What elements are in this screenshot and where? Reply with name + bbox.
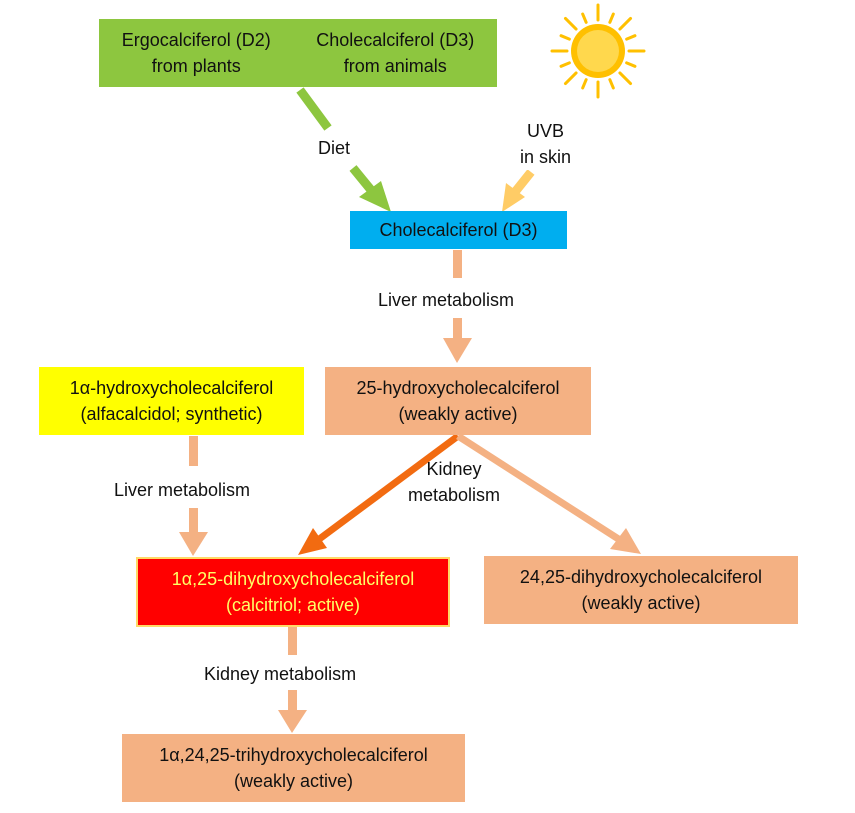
hydroxy25-node: 25-hydroxycholecalciferol (weakly active… <box>325 367 591 435</box>
alfa-line2: (alfacalcidol; synthetic) <box>80 404 263 424</box>
diet-arrow <box>296 87 391 212</box>
sun-ray <box>581 78 588 90</box>
alfa-line1: 1α-hydroxycholecalciferol <box>69 378 274 398</box>
alfacalcidol-node: 1α-hydroxycholecalciferol (alfacalcidol;… <box>39 367 304 435</box>
kidney-line1: Kidney <box>426 459 482 479</box>
liver-metabolism-label-2: Liver metabolism <box>114 478 251 502</box>
d3-line1: Cholecalciferol (D3) <box>316 30 475 50</box>
dietary-sources-box: Ergocalciferol (D2) from plants Cholecal… <box>99 19 497 87</box>
kidney-metabolism-label-2: Kidney metabolism <box>204 662 357 686</box>
sun-ray <box>618 16 633 31</box>
calcitriol-line1: 1α,25-dihydroxycholecalciferol <box>171 569 415 589</box>
uvb-label: UVB in skin <box>520 118 572 170</box>
sun-icon <box>550 3 646 99</box>
kidney-arrow-to-2425 <box>456 433 641 554</box>
sun-ray <box>618 71 633 86</box>
liver-arrow-1 <box>443 250 472 363</box>
dihydroxy2425-node: 24,25-dihydroxycholecalciferol (weakly a… <box>484 556 798 624</box>
hydroxy25-line1: 25-hydroxycholecalciferol <box>356 378 560 398</box>
d2425-line2: (weakly active) <box>581 593 701 613</box>
kidney-arrow-bottom <box>278 627 307 733</box>
d2425-line1: 24,25-dihydroxycholecalciferol <box>519 567 763 587</box>
d2-line2: from plants <box>151 56 241 76</box>
liver-arrow-2 <box>179 436 208 556</box>
sun-ray <box>608 12 615 24</box>
cholecalciferol-label: Cholecalciferol (D3) <box>379 220 538 240</box>
liver-metabolism-label-1: Liver metabolism <box>378 288 515 312</box>
hydroxy25-line2: (weakly active) <box>398 404 518 424</box>
d2-line1: Ergocalciferol (D2) <box>121 30 271 50</box>
sun-ray <box>563 16 578 31</box>
cholecalciferol-source: Cholecalciferol (D3) from animals <box>316 27 474 79</box>
uvb-line1: UVB <box>527 121 565 141</box>
calcitriol-node: 1α,25-dihydroxycholecalciferol (calcitri… <box>136 557 450 627</box>
kidney-arrow-to-calcitriol <box>298 433 461 555</box>
sun-ray <box>608 78 615 90</box>
ergocalciferol-source: Ergocalciferol (D2) from plants <box>122 27 271 79</box>
cholecalciferol-node: Cholecalciferol (D3) <box>350 211 567 249</box>
trihydroxy-node: 1α,24,25-trihydroxycholecalciferol (weak… <box>122 734 465 802</box>
d3-line2: from animals <box>343 56 447 76</box>
sun-ray <box>563 71 578 86</box>
kidney-line2: metabolism <box>408 485 501 505</box>
calcitriol-line2: (calcitriol; active) <box>225 595 361 615</box>
tri-line2: (weakly active) <box>233 771 354 791</box>
sun-ray <box>625 61 637 68</box>
sun-ray <box>559 61 571 68</box>
uvb-line2: in skin <box>520 147 572 167</box>
uvb-arrow <box>502 169 535 212</box>
sun-ray <box>559 34 571 41</box>
sun-ray <box>625 34 637 41</box>
diet-label: Diet <box>318 136 351 160</box>
sun-ray <box>581 12 588 24</box>
tri-line1: 1α,24,25-trihydroxycholecalciferol <box>159 745 428 765</box>
kidney-metabolism-label-1: Kidney metabolism <box>408 456 500 508</box>
